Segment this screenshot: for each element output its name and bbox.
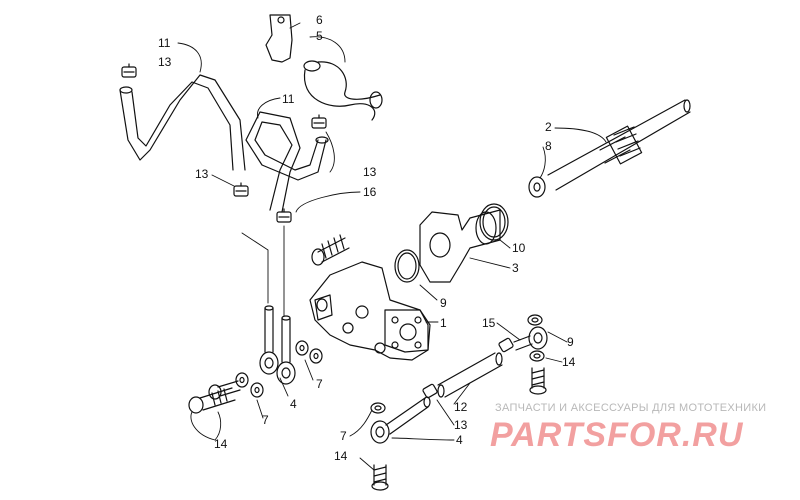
fitting-4-bottom [370, 396, 431, 444]
callout-9-right: 9 [567, 335, 574, 349]
bolt-16 [311, 234, 350, 266]
callout-3: 3 [512, 261, 519, 275]
bolt-14-left-b [208, 380, 241, 400]
callout-15: 15 [482, 316, 496, 330]
hose-12 [437, 352, 503, 398]
callout-7-left: 7 [316, 377, 323, 391]
hose-11-middle [245, 111, 329, 213]
hose-5 [303, 60, 383, 121]
callout-13-middle: 13 [363, 165, 377, 179]
clamp-15 [498, 337, 514, 353]
washer-8 [528, 176, 546, 198]
callout-5: 5 [316, 29, 323, 43]
bolt-14-left-a [188, 387, 236, 414]
bolt-14-bottom [371, 464, 389, 491]
washers-7-left [235, 340, 323, 398]
callout-1: 1 [440, 316, 447, 330]
shaft-2 [547, 99, 691, 191]
callout-16: 16 [363, 185, 377, 199]
callout-6: 6 [316, 13, 323, 27]
fitting-4-left-a [259, 305, 279, 375]
bracket-6 [265, 14, 293, 63]
callout-11-middle: 11 [282, 92, 295, 106]
clamp-13-bottom [422, 383, 438, 399]
o-ring-10 [479, 203, 509, 241]
callout-11-left: 11 [158, 36, 171, 50]
washers-9-right [527, 314, 545, 362]
hose-11-left [119, 74, 246, 171]
callout-2: 2 [545, 120, 552, 134]
clamp-13-d [276, 208, 292, 223]
bolt-14-right [529, 367, 547, 395]
callout-7-lower-left: 7 [262, 413, 269, 427]
washer-7-bottom [370, 402, 386, 414]
housing-3 [419, 209, 501, 283]
watermark-caption: ЗАПЧАСТИ И АКСЕССУАРЫ ДЛЯ МОТОТЕХНИКИ [495, 402, 767, 414]
clamp-13-a [121, 63, 137, 78]
fitting-15 [513, 326, 548, 351]
clamp-13-c [311, 114, 327, 129]
callout-14-bottom: 14 [334, 449, 348, 463]
callout-10: 10 [512, 241, 526, 255]
callout-12: 12 [454, 400, 468, 414]
leader-lines [177, 22, 607, 471]
clamp-13-b [233, 182, 249, 197]
callout-labels: 11 13 6 5 11 13 13 16 2 8 10 3 9 1 15 9 … [158, 13, 576, 463]
callout-13-top-left: 13 [158, 55, 172, 69]
callout-4-left: 4 [290, 397, 297, 411]
o-ring-9-left [394, 249, 420, 283]
watermark-logo: PARTSFOR.RU [490, 416, 744, 454]
oil-pump-1 [309, 261, 431, 361]
callout-13-bottom: 13 [454, 418, 468, 432]
callout-14-left: 14 [214, 437, 228, 451]
fitting-4-left-b [276, 315, 296, 385]
callout-14-right: 14 [562, 355, 576, 369]
callout-13-left: 13 [195, 167, 209, 181]
callout-8: 8 [545, 139, 552, 153]
callout-9-left: 9 [440, 296, 447, 310]
callout-4-bottom: 4 [456, 433, 463, 447]
callout-7-bottom: 7 [340, 429, 347, 443]
